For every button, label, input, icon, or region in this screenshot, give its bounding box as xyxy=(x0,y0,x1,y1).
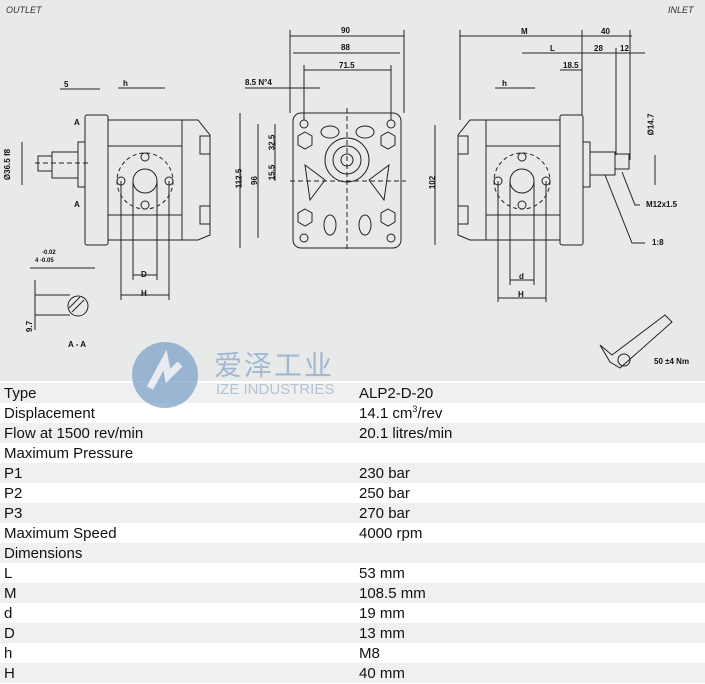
spec-value: 230 bar xyxy=(359,464,410,482)
spec-value: 53 mm xyxy=(359,564,405,582)
spec-key: L xyxy=(4,564,13,582)
dim-D: D xyxy=(141,270,147,279)
table-row: Type ALP2-D-20 xyxy=(0,383,705,403)
dim-9-7: 9.7 xyxy=(25,320,35,333)
dim-12: 12 xyxy=(620,44,629,53)
tolerance-upper: -0.02 xyxy=(42,250,56,256)
table-row: L 53 mm xyxy=(0,563,705,583)
dim-5: 5 xyxy=(64,80,69,89)
dim-h-left: h xyxy=(123,79,128,88)
spec-value-unit: /rev xyxy=(417,405,443,422)
spec-value: 13 mm xyxy=(359,624,405,642)
dim-71-5: 71.5 xyxy=(339,61,355,70)
spec-key: Flow at 1500 rev/min xyxy=(4,424,144,442)
thread-m12x1-5: M12x1.5 xyxy=(646,200,678,209)
table-row: Maximum Pressure xyxy=(0,443,705,463)
table-row: Flow at 1500 rev/min 20.1 litres/min xyxy=(0,423,705,443)
torque-label: 50 ±4 Nm xyxy=(654,357,690,366)
spec-value: 4000 rpm xyxy=(359,524,423,542)
watermark-logo-icon xyxy=(132,342,198,408)
front-view xyxy=(239,30,406,252)
spec-key: P3 xyxy=(4,504,23,522)
pump-drawing-lines xyxy=(21,30,673,369)
dim-dia-14-7: Ø14.7 xyxy=(646,113,656,136)
table-row: Dimensions xyxy=(0,543,705,563)
spec-key: P2 xyxy=(4,484,23,502)
spec-value: 108.5 mm xyxy=(359,584,426,602)
spec-value: 20.1 litres/min xyxy=(359,424,453,442)
watermark: 爱泽工业 IZE INDUSTRIES xyxy=(128,338,343,413)
dim-18-5: 18.5 xyxy=(563,61,579,70)
table-row: P3 270 bar xyxy=(0,503,705,523)
spec-key: Type xyxy=(4,384,37,402)
table-row: D 13 mm xyxy=(0,623,705,643)
dim-M: M xyxy=(521,27,528,36)
table-row: H 40 mm xyxy=(0,663,705,683)
spec-key: Dimensions xyxy=(4,544,83,562)
table-row: h M8 xyxy=(0,643,705,663)
spec-value-sup: 3 xyxy=(412,404,418,414)
dim-40: 40 xyxy=(601,27,610,36)
table-row: P2 250 bar xyxy=(0,483,705,503)
holes-8-5-n4: 8.5 N°4 xyxy=(245,78,272,87)
section-a-bottom: A xyxy=(74,200,80,209)
spec-key: Displacement xyxy=(4,404,95,422)
spec-value: M8 xyxy=(359,644,380,662)
spec-key: D xyxy=(4,624,15,642)
spec-value: 40 mm xyxy=(359,664,405,682)
spec-value-main: 14.1 cm xyxy=(359,405,413,422)
section-a-top: A xyxy=(74,118,80,127)
spec-table: Type ALP2-D-20 Displacement 14.1 cm3/rev F… xyxy=(0,383,705,683)
dim-dia-36-5: Ø36.5 f8 xyxy=(3,148,13,181)
spec-value: 250 bar xyxy=(359,484,410,502)
spec-value: 270 bar xyxy=(359,504,410,522)
table-row: P1 230 bar xyxy=(0,463,705,483)
spec-key: M xyxy=(4,584,17,602)
tolerance-lower: 4 -0.05 xyxy=(35,258,54,264)
left-side-view xyxy=(21,87,211,330)
dim-H-right: H xyxy=(518,290,524,299)
spec-key: Maximum Speed xyxy=(4,524,117,542)
taper-1-8: 1:8 xyxy=(652,238,664,247)
technical-drawing: OUTLET INLET 5 h A A Ø36.5 f8 D H -0.02 … xyxy=(0,0,705,381)
spec-key: h xyxy=(4,644,13,662)
spec-value: ALP2-D-20 xyxy=(359,384,434,402)
spec-value: 19 mm xyxy=(359,604,405,622)
inlet-label: INLET xyxy=(668,5,694,15)
dim-28: 28 xyxy=(594,44,603,53)
table-row: Maximum Speed 4000 rpm xyxy=(0,523,705,543)
spec-key: d xyxy=(4,604,13,622)
right-side-view xyxy=(434,30,673,369)
spec-key: Maximum Pressure xyxy=(4,444,134,462)
table-row: M 108.5 mm xyxy=(0,583,705,603)
spec-value: 14.1 cm3/rev xyxy=(359,404,705,422)
dim-H-left: H xyxy=(141,289,147,298)
spec-key: H xyxy=(4,664,15,682)
dim-112-5: 112.5 xyxy=(234,168,244,189)
watermark-cn: 爱泽工业 xyxy=(214,349,335,382)
dim-90: 90 xyxy=(341,26,350,35)
dim-d: d xyxy=(519,272,524,281)
outlet-label: OUTLET xyxy=(6,5,42,15)
section-aa-title: A - A xyxy=(68,340,87,349)
dim-L: L xyxy=(550,44,555,53)
spec-key: P1 xyxy=(4,464,23,482)
dim-32-5: 32.5 xyxy=(267,134,277,151)
dim-h-right: h xyxy=(502,79,507,88)
table-row: Displacement 14.1 cm3/rev xyxy=(0,403,705,423)
watermark-en: IZE INDUSTRIES xyxy=(216,381,335,398)
dim-102: 102 xyxy=(428,175,438,190)
dim-96: 96 xyxy=(249,176,259,185)
table-row: d 19 mm xyxy=(0,603,705,623)
dim-88: 88 xyxy=(341,43,350,52)
dim-15-5: 15.5 xyxy=(267,164,277,181)
